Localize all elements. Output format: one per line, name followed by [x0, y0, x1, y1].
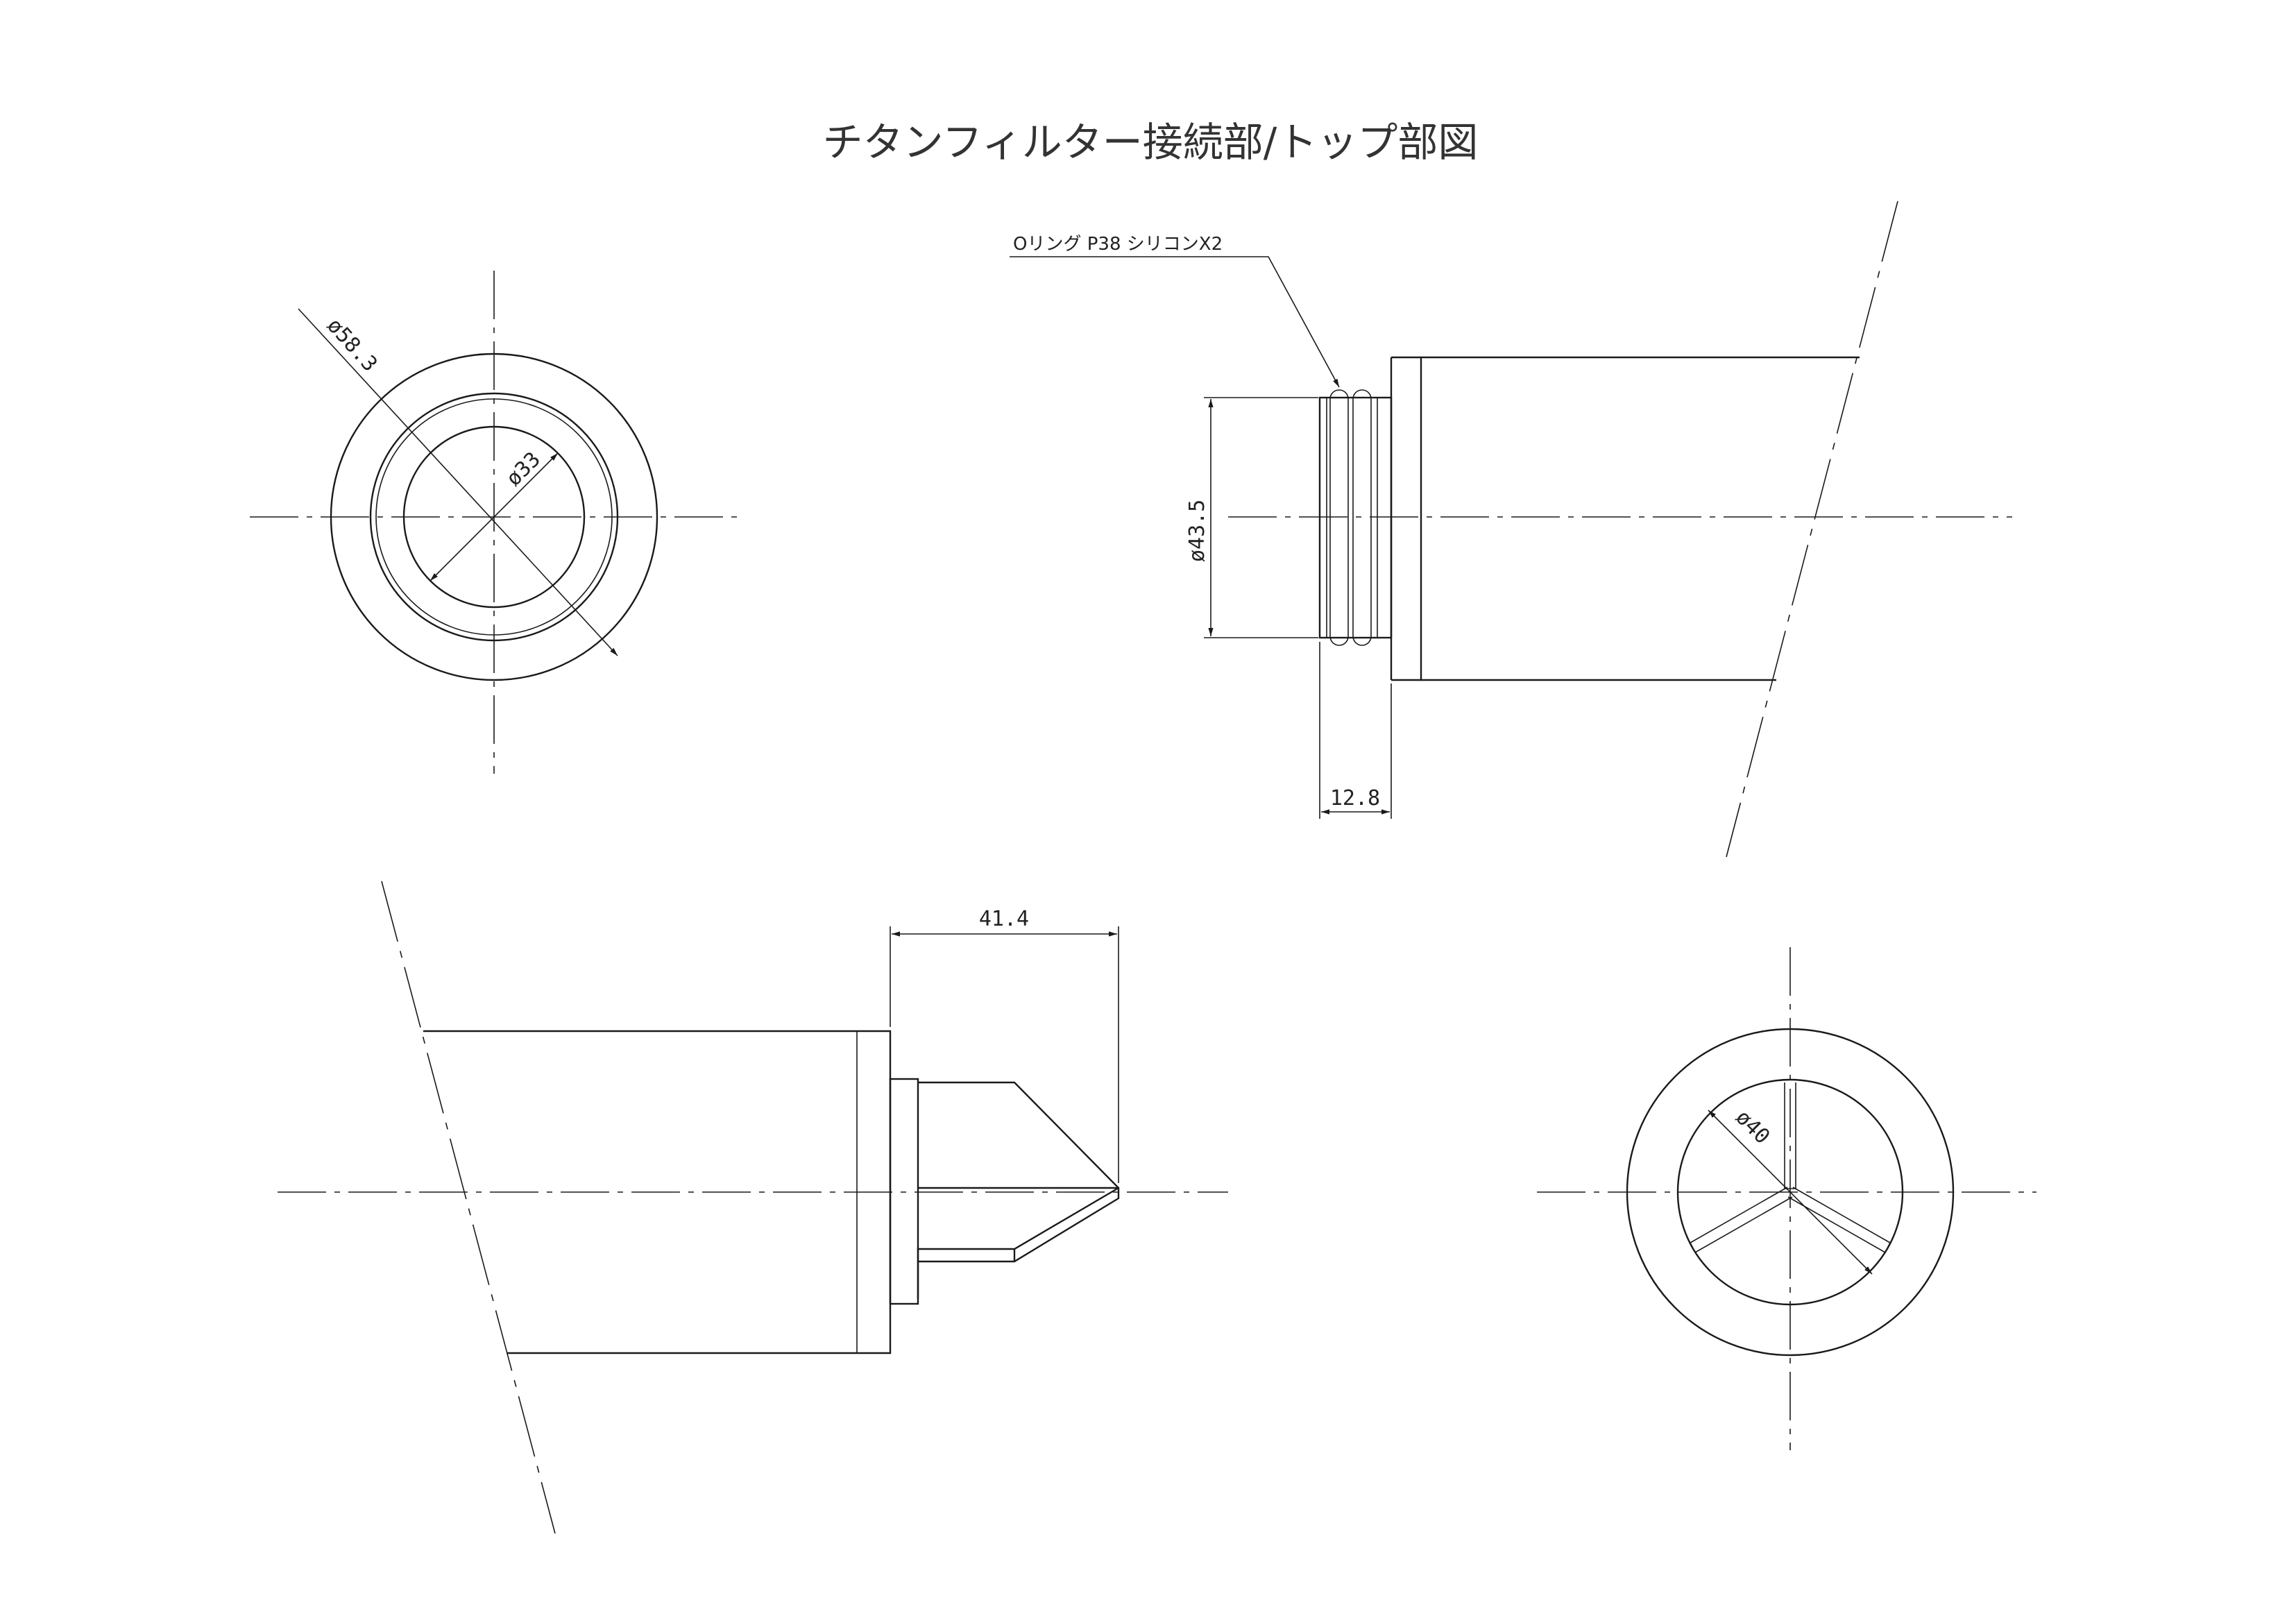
end-view-connection: ø58.3 ø33: [250, 271, 742, 774]
side-view-connection: ø43.5 12.8 Oリング P38 シリコンX2: [1010, 201, 2012, 858]
middle-circle-inner: [375, 398, 613, 636]
o-ring-1: [1329, 389, 1349, 646]
break-line: [381, 881, 556, 1534]
bore-dia-label: ø40: [1730, 1105, 1774, 1149]
inner-dia-line: [430, 452, 559, 581]
tip-length-label: 41.4: [979, 907, 1029, 931]
outer-circle: [330, 352, 658, 681]
outer-circle: [1626, 1028, 1955, 1357]
o-ring-2: [1352, 389, 1372, 646]
bore-dia-dimension-line: [1708, 1110, 1873, 1275]
o-ring-callout-label: Oリング P38 シリコンX2: [1013, 234, 1223, 255]
inner-dia-label: ø33: [502, 448, 545, 491]
spoke-lower-left: [1689, 1187, 1793, 1254]
body-outline: [1420, 356, 1860, 681]
neck: [1318, 396, 1393, 639]
boss: [889, 1078, 919, 1305]
end-view-top-part: ø40: [1537, 947, 2036, 1450]
o-ring-callout-leader: [1010, 256, 1340, 388]
break-line: [1726, 201, 1898, 858]
bore-circle: [1676, 1078, 1904, 1306]
outer-dia-leader: [298, 308, 618, 656]
neck-length-label: 12.8: [1330, 786, 1380, 810]
spoke-lower-right: [1787, 1187, 1891, 1254]
middle-circle-outer: [369, 392, 619, 642]
inner-circle: [402, 425, 586, 609]
tip-fin: [918, 1187, 1120, 1263]
tip-lower: [917, 1187, 1119, 1299]
tip-upper: [918, 1081, 1119, 1189]
neck-dia-label: ø43.5: [1185, 500, 1209, 562]
side-view-top-part: 41.4: [278, 881, 1228, 1534]
drawing-title: チタンフィルター接続部/トップ部図: [823, 119, 1479, 166]
